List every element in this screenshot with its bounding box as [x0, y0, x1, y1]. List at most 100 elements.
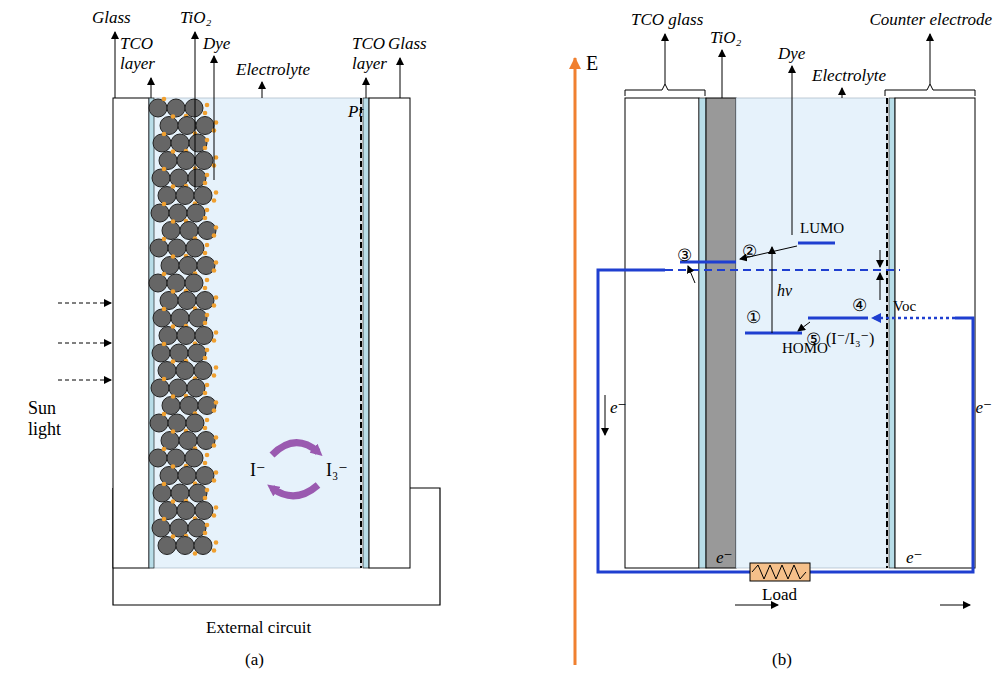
dye-molecule — [171, 254, 176, 259]
electrolyte-region — [736, 98, 887, 568]
tio2-particle — [198, 397, 216, 415]
tio2-particle — [189, 134, 207, 152]
callout-number: ④ — [852, 296, 867, 316]
part-label: Electrolyte — [812, 66, 886, 86]
dye-molecule — [205, 488, 210, 493]
dye-molecule — [205, 278, 210, 283]
redox-cycle-arrows — [272, 443, 318, 496]
dye-molecule — [205, 313, 210, 318]
tio2-particle — [151, 379, 169, 397]
brackets — [625, 84, 975, 96]
tio2-layer — [706, 98, 736, 568]
part-label: Dye — [778, 44, 805, 64]
tio2-particle — [167, 99, 185, 117]
dye-molecule — [214, 505, 219, 510]
dye-molecule — [212, 478, 217, 483]
dye-molecule — [214, 365, 219, 370]
tio2-particle — [160, 467, 178, 485]
dye-molecule — [162, 307, 167, 312]
transfer-arrows — [688, 246, 880, 333]
dye-molecule — [214, 190, 219, 195]
part-label: TiO₂ — [710, 28, 741, 48]
tio2-particle — [149, 449, 167, 467]
tio2-particle — [177, 327, 195, 345]
dye-molecule — [203, 531, 208, 536]
tio2-particle — [153, 484, 171, 502]
part-label: Counter electrode — [869, 10, 992, 30]
callout-number: ② — [742, 242, 757, 262]
dye-molecule — [214, 225, 219, 230]
dye-molecule — [203, 251, 208, 256]
tio2-particle — [196, 467, 214, 485]
dye-molecule — [171, 289, 176, 294]
tio2-particle — [168, 414, 186, 432]
dye-molecule — [214, 400, 219, 405]
glass-plate — [895, 98, 975, 568]
electron-label: e⁻ — [610, 398, 627, 418]
tio2-particle — [152, 344, 170, 362]
tio2-particle — [196, 117, 214, 135]
dye-molecule — [171, 499, 176, 504]
dye-molecule — [212, 233, 217, 238]
tio2-particle — [151, 204, 169, 222]
part-label: TCO glass — [631, 10, 703, 30]
panel-label: (a) — [245, 650, 264, 670]
dye-molecule — [171, 114, 176, 119]
dye-molecule — [214, 470, 219, 475]
dye-molecule — [171, 394, 176, 399]
dye-molecule — [203, 181, 208, 186]
tio2-particle — [152, 519, 170, 537]
tio2-particle — [187, 204, 205, 222]
dye-molecule — [214, 540, 219, 545]
photon-label: hν — [777, 282, 792, 300]
part-label: Dye — [203, 34, 230, 54]
tio2-particle — [160, 117, 178, 135]
tio2-particle — [159, 152, 177, 170]
tio2-particle — [167, 449, 185, 467]
tio2-particle — [149, 274, 167, 292]
callout-number: ① — [746, 308, 761, 328]
energy-axis — [574, 58, 577, 665]
panel-label: (b) — [772, 650, 792, 670]
energy-levels — [680, 243, 868, 333]
tio2-particle — [159, 502, 177, 520]
dye-molecule — [162, 342, 167, 347]
tio2-particle — [178, 292, 196, 310]
tio2-particle — [185, 99, 203, 117]
dye-molecule — [203, 286, 208, 291]
dye-molecule — [171, 149, 176, 154]
fermi-level — [665, 269, 900, 271]
dye-molecule — [203, 111, 208, 116]
resistor-symbol — [750, 563, 810, 581]
dye-molecule — [212, 303, 217, 308]
tio2-particle — [158, 537, 176, 555]
dye-molecule — [162, 272, 167, 277]
tio2-particles — [149, 97, 218, 556]
dye-molecule — [205, 173, 210, 178]
dye-molecule — [212, 548, 217, 553]
tio2-particle — [194, 362, 212, 380]
catalyst-layer — [886, 98, 888, 568]
tio2-particle — [189, 484, 207, 502]
part-label: TCO layer — [120, 34, 164, 73]
dye-molecule — [171, 324, 176, 329]
dye-molecule — [205, 348, 210, 353]
resistor-zigzag — [752, 565, 806, 579]
dye-molecule — [212, 373, 217, 378]
dye-molecule — [205, 243, 210, 248]
dye-molecule — [203, 356, 208, 361]
tio2-particle — [176, 537, 194, 555]
part-label: TiO₂ — [180, 8, 211, 28]
part-label: Glass — [388, 34, 427, 54]
dye-molecule — [203, 321, 208, 326]
tio2-particle — [149, 99, 167, 117]
glass-plate — [625, 98, 699, 568]
dye-molecule — [214, 295, 219, 300]
tio2-particle — [185, 274, 203, 292]
dye-molecule — [205, 418, 210, 423]
tio2-particle — [177, 502, 195, 520]
tio2-particle — [169, 204, 187, 222]
dye-molecule — [203, 216, 208, 221]
dye-molecule — [205, 138, 210, 143]
dye-molecule — [212, 198, 217, 203]
